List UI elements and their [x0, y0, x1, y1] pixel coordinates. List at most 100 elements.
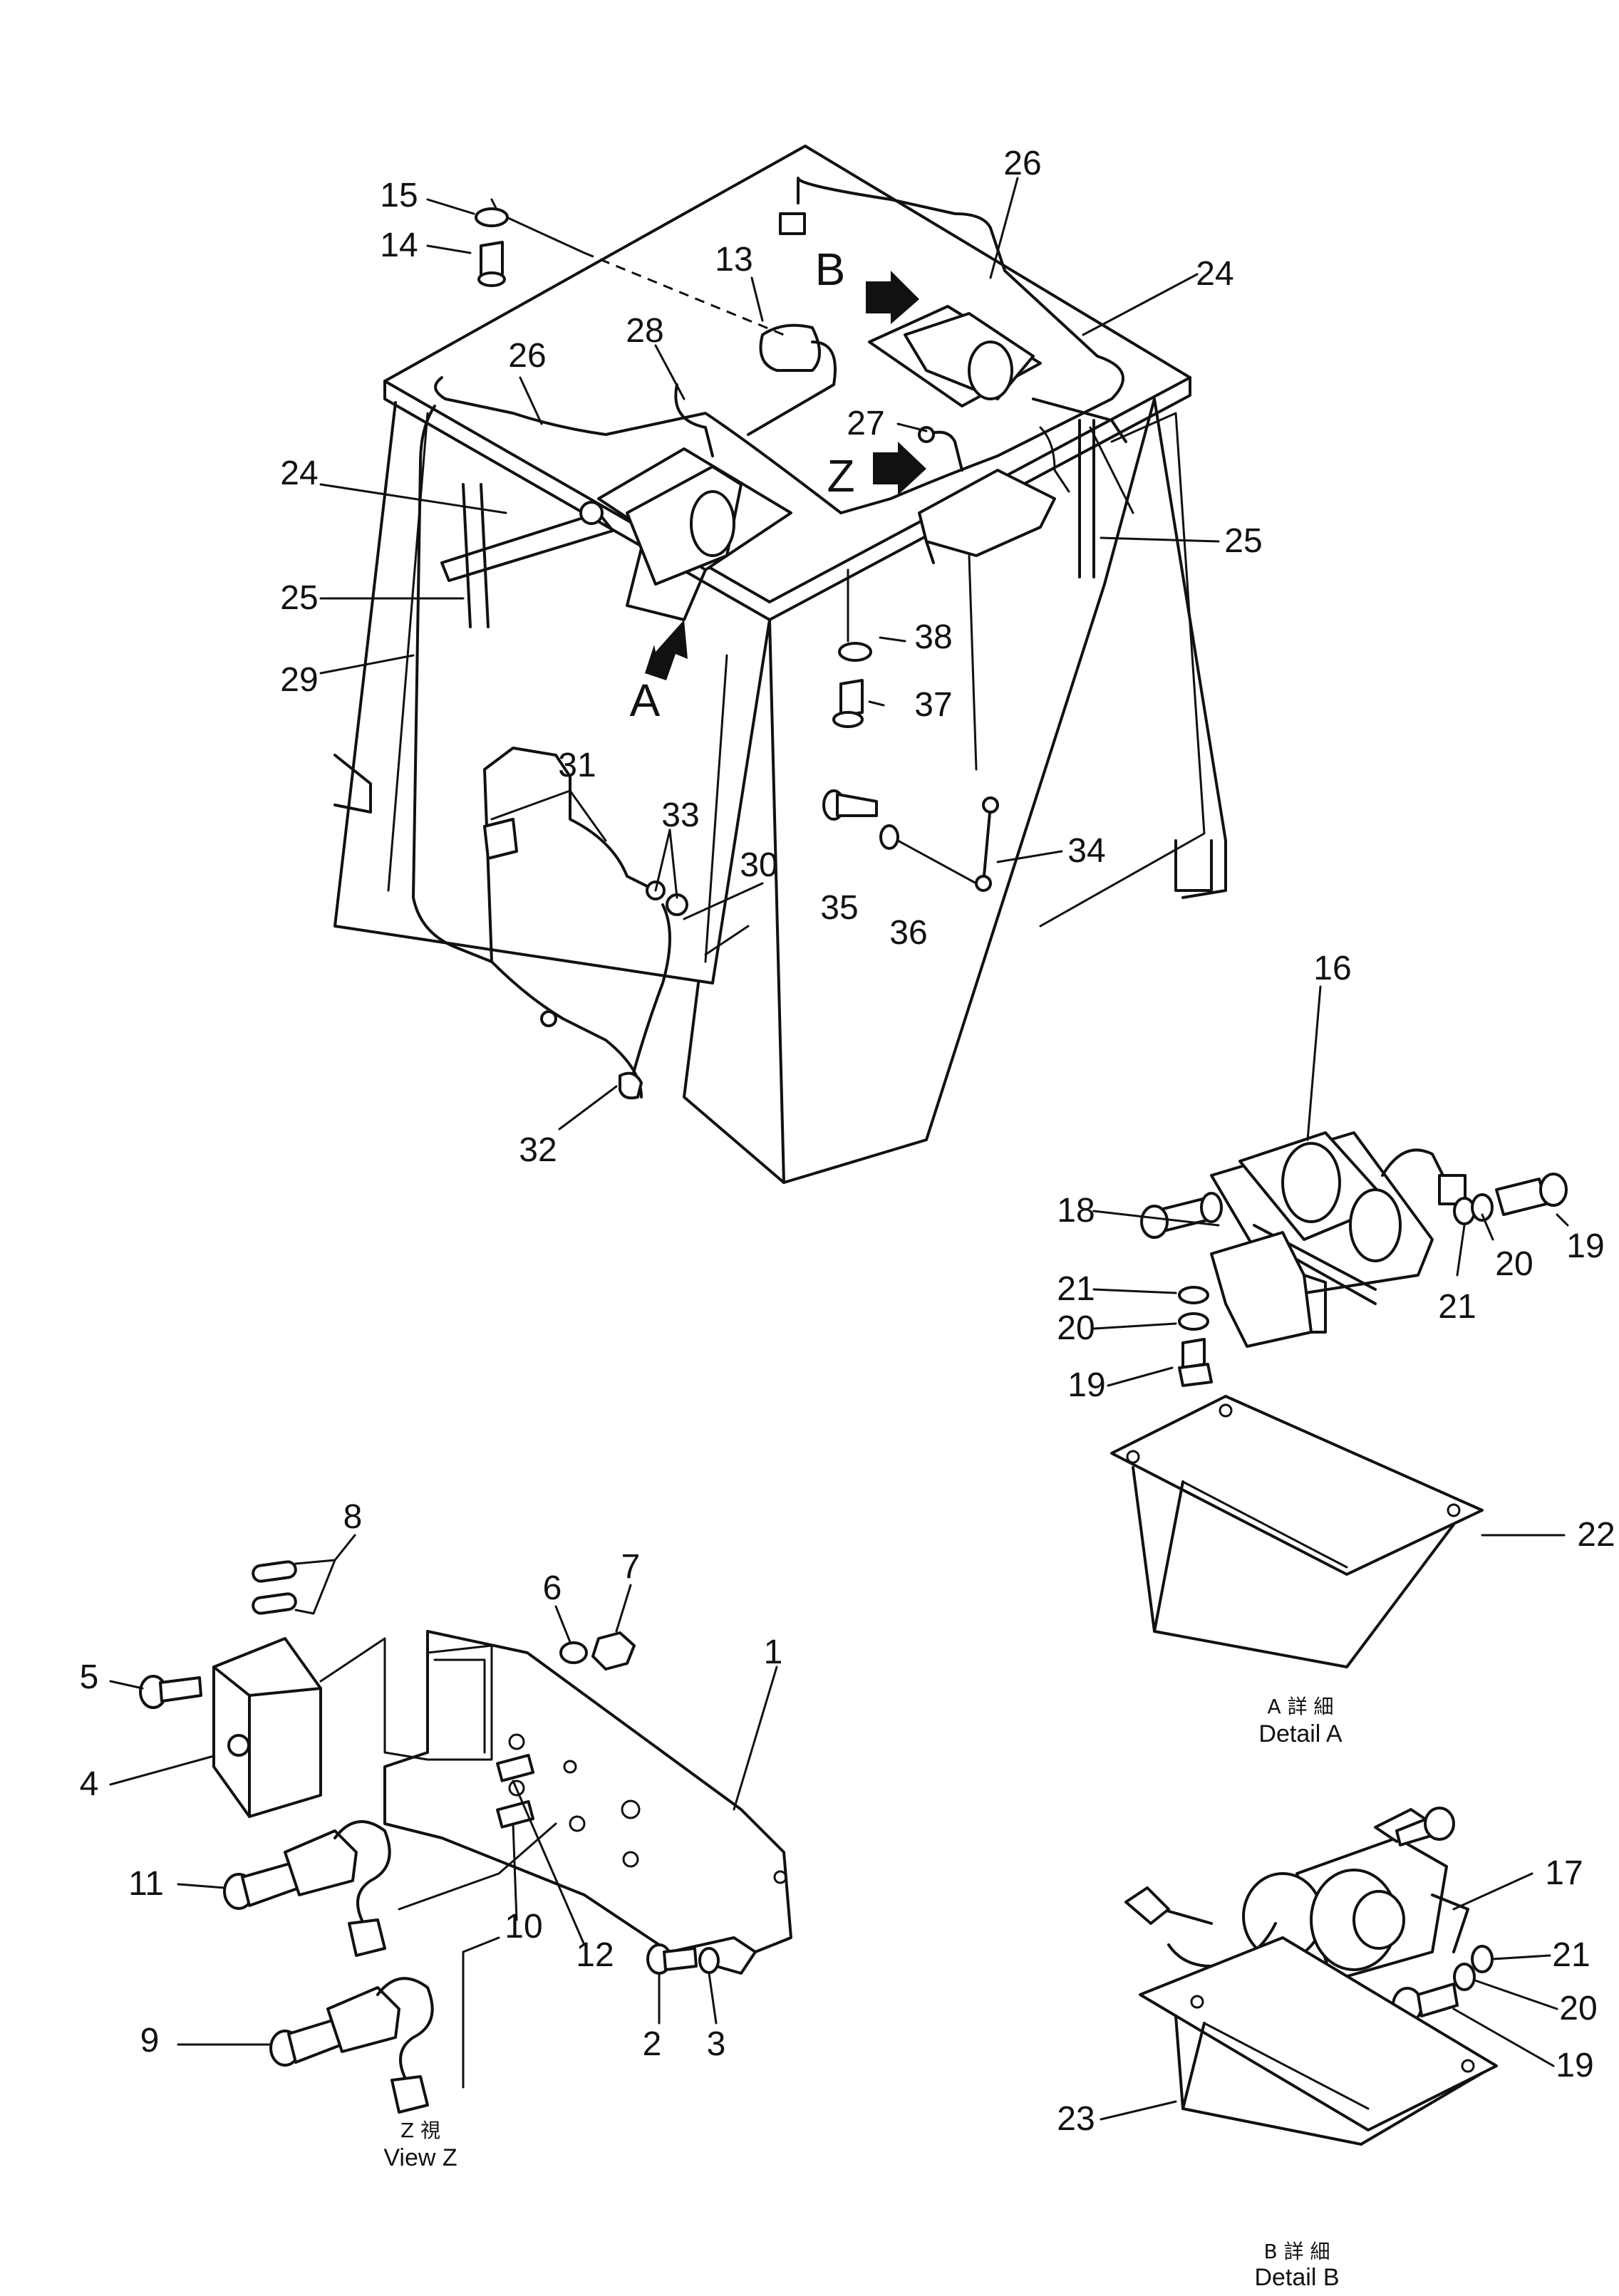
- view-marker-a: A: [630, 675, 661, 726]
- label-20-a-left: 20: [1057, 1309, 1095, 1347]
- label-29: 29: [280, 661, 318, 699]
- label-5: 5: [80, 1658, 99, 1696]
- detail-b-connector: [1124, 1886, 1170, 1925]
- label-35: 35: [820, 889, 858, 927]
- label-15: 15: [380, 177, 418, 214]
- label-13: 13: [715, 241, 752, 279]
- bolt-14: [477, 241, 506, 287]
- lamp-13: [759, 323, 821, 372]
- wiper-arm-24-right: [1032, 398, 1127, 443]
- detail-b-motor: [1124, 1807, 1469, 1982]
- washer-3: [698, 1947, 720, 1974]
- cab-door-frame: [704, 654, 750, 963]
- label-34: 34: [1067, 832, 1105, 870]
- label-33: 33: [661, 796, 699, 834]
- bracket-18-flange: [1303, 1274, 1327, 1334]
- view-z-leaders: [109, 1534, 778, 2089]
- wiper-motor-b: [868, 305, 1042, 407]
- detail-a-caption-en: Detail A: [1258, 1720, 1342, 1747]
- label-1: 1: [764, 1633, 783, 1671]
- screw-5: [139, 1675, 202, 1709]
- label-32: 32: [519, 1131, 557, 1169]
- lamp-13-wire: [747, 341, 837, 436]
- label-25-right: 25: [1224, 522, 1262, 560]
- switch-bracket-z-leg: [925, 540, 935, 564]
- label-19-a-right: 19: [1566, 1227, 1604, 1265]
- label-24-left: 24: [280, 454, 318, 492]
- washer-20-a-left: [1178, 1312, 1209, 1331]
- decal-12: [496, 1753, 535, 1782]
- harness-31-clip: [540, 1010, 557, 1027]
- washer-36: [879, 824, 899, 850]
- label-12: 12: [576, 1936, 614, 1974]
- bolt-35: [822, 789, 878, 821]
- cab-assembly: [333, 145, 1227, 1184]
- washer-20-a-right: [1471, 1193, 1494, 1222]
- cab-lower-body: [683, 982, 785, 1184]
- cab-leaders: [319, 177, 1220, 1131]
- tray-22: [1110, 1395, 1484, 1668]
- cab-right-harness: [968, 554, 978, 771]
- label-7: 7: [621, 1548, 641, 1586]
- harness-26-branch: [1039, 426, 1070, 493]
- label-26-left: 26: [508, 337, 546, 375]
- washer-20-b: [1453, 1963, 1476, 1991]
- arrow-z: [873, 442, 926, 495]
- washer-15: [475, 207, 509, 227]
- harness-26: [434, 177, 1124, 514]
- label-23: 23: [1057, 2100, 1095, 2138]
- wiper-pivot-left: [579, 501, 604, 525]
- label-22: 22: [1577, 1516, 1615, 1554]
- switch-9: [269, 1977, 434, 2114]
- washer-6: [559, 1641, 588, 1664]
- label-4: 4: [80, 1765, 99, 1803]
- detail-a-caption-jp: A 詳 細: [1268, 1695, 1334, 1718]
- arrow-a: [645, 620, 688, 680]
- label-31: 31: [558, 747, 596, 784]
- wiper-motor-a: [597, 447, 792, 621]
- label-11: 11: [128, 1865, 164, 1903]
- label-2: 2: [643, 2025, 662, 2063]
- harness-30: [626, 903, 671, 1098]
- label-21-b: 21: [1552, 1936, 1590, 1974]
- roof-leader-15: [490, 198, 586, 254]
- wiper-blade-25-left: [462, 483, 490, 628]
- harness-28: [674, 383, 714, 457]
- cab-foot-right: [1174, 839, 1213, 892]
- view-marker-b: B: [815, 244, 846, 295]
- bolt-37: [832, 679, 864, 728]
- label-19-b: 19: [1556, 2047, 1593, 2084]
- label-38: 38: [914, 618, 952, 656]
- harness-31: [483, 747, 657, 963]
- harness-29: [412, 405, 493, 963]
- label-20-a-right: 20: [1495, 1245, 1533, 1283]
- panel-1: [383, 1630, 792, 1975]
- label-36: 36: [889, 914, 927, 952]
- roof-connector: [779, 212, 806, 235]
- washer-38: [838, 642, 872, 662]
- label-6: 6: [543, 1569, 562, 1607]
- label-20-b: 20: [1559, 1990, 1597, 2027]
- label-16: 16: [1313, 950, 1351, 987]
- detail-b-caption-jp: B 詳 細: [1263, 2240, 1330, 2263]
- label-25-left: 25: [280, 579, 318, 617]
- label-9: 9: [140, 2022, 160, 2059]
- bolt-19-a-right: [1495, 1173, 1568, 1216]
- wiper-link-right: [1089, 426, 1134, 514]
- cab-roof-front-edge: [383, 376, 1191, 621]
- washer-21-a-left: [1178, 1286, 1209, 1304]
- switch-bracket-z: [918, 469, 1056, 557]
- cab-foot-left: [333, 754, 372, 814]
- ground-strap-34-top: [982, 796, 999, 814]
- arrow-b: [866, 271, 919, 324]
- connector-31: [483, 818, 518, 860]
- detail-a-leaders: [1092, 985, 1569, 1537]
- label-3: 3: [707, 2025, 726, 2063]
- fuse-box-4: [212, 1637, 429, 1818]
- label-37: 37: [914, 686, 952, 724]
- fuses-8: [252, 1559, 336, 1615]
- nut-7: [591, 1631, 636, 1671]
- bolt-2: [646, 1943, 698, 1975]
- cab-right-window: [1039, 412, 1206, 928]
